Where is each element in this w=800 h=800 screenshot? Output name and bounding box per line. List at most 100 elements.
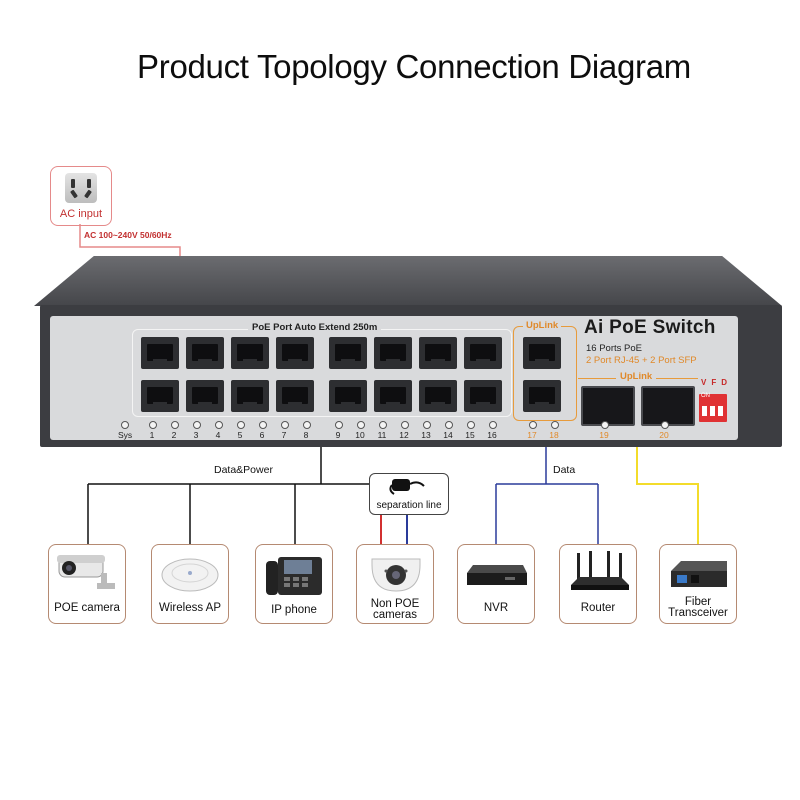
ac-input-label: AC input xyxy=(59,208,103,220)
separation-line-box: separation line xyxy=(369,473,449,515)
switch-spec-line1: 16 Ports PoE xyxy=(586,343,642,354)
port-number: 1 xyxy=(149,430,155,440)
rj45-port xyxy=(186,337,224,369)
port-led xyxy=(445,421,453,429)
page-title: Product Topology Connection Diagram xyxy=(137,48,691,85)
port-number: 8 xyxy=(303,430,309,440)
switch-brand: Ai PoE Switch xyxy=(584,317,716,338)
port-led xyxy=(467,421,475,429)
port-number: 4 xyxy=(215,430,221,440)
device-label: IP phone xyxy=(271,604,317,616)
port-led xyxy=(171,421,179,429)
fiber-transceiver-icon xyxy=(671,561,727,587)
device-label-line1: Fiber xyxy=(684,596,712,608)
rj45-port xyxy=(186,380,224,412)
router-icon xyxy=(571,551,629,590)
port-number: 11 xyxy=(377,430,387,440)
rj45-port xyxy=(374,380,412,412)
ac-spec-label: AC 100~240V 50/60Hz xyxy=(84,230,172,240)
rj45-port xyxy=(231,380,269,412)
device-label-line2: cameras xyxy=(372,609,418,621)
sfp-port xyxy=(641,386,695,426)
wireless-ap-icon xyxy=(161,558,219,592)
data-label: Data xyxy=(553,464,576,476)
port-led xyxy=(281,421,289,429)
port-led xyxy=(149,421,157,429)
port-led xyxy=(423,421,431,429)
port-led xyxy=(601,421,609,429)
port-led xyxy=(357,421,365,429)
switch-spec-line2: 2 Port RJ-45 + 2 Port SFP xyxy=(586,355,697,366)
port-led xyxy=(551,421,559,429)
device-label: Router xyxy=(580,602,616,614)
device-label: POE camera xyxy=(54,602,120,614)
port-number: 5 xyxy=(237,430,243,440)
port-number: 7 xyxy=(281,430,287,440)
uplink-rj45-label: UpLink xyxy=(523,320,562,331)
device-card-ip-phone: IP phone xyxy=(255,544,333,624)
port-led xyxy=(489,421,497,429)
device-card-fiber-transceiver: Fiber Transceiver xyxy=(659,544,737,624)
port-led xyxy=(529,421,537,429)
rj45-port xyxy=(231,337,269,369)
rj45-port xyxy=(464,380,502,412)
dip-letters: VFD xyxy=(701,378,732,387)
rj45-port xyxy=(276,380,314,412)
dip-switch: ON xyxy=(699,393,727,422)
poe-camera-icon xyxy=(57,555,115,589)
port-number: 6 xyxy=(259,430,265,440)
port-led xyxy=(401,421,409,429)
port-led xyxy=(193,421,201,429)
rj45-port xyxy=(464,337,502,369)
device-label-line1: Non POE xyxy=(370,598,420,610)
uplink-port-number: 17 xyxy=(527,430,537,440)
rj45-port xyxy=(141,337,179,369)
ip-phone-icon xyxy=(266,557,322,595)
device-card-poe-camera: POE camera xyxy=(48,544,126,624)
rj45-port xyxy=(329,380,367,412)
sys-label: Sys xyxy=(118,430,133,440)
fiber-cable xyxy=(636,447,699,544)
uplink-rj45-port xyxy=(523,337,561,369)
device-label-line2: Transceiver xyxy=(668,607,728,619)
device-card-nvr: NVR xyxy=(457,544,535,624)
rj45-port xyxy=(419,380,457,412)
device-card-router: Router xyxy=(559,544,637,624)
rj45-port xyxy=(374,337,412,369)
uplink-port-number: 18 xyxy=(549,430,559,440)
port-number: 10 xyxy=(355,430,365,440)
port-led xyxy=(379,421,387,429)
port-number: 2 xyxy=(171,430,177,440)
ac-input-box: AC input xyxy=(50,166,112,226)
dome-camera-icon xyxy=(371,558,421,592)
sfp-port-number: 19 xyxy=(599,430,609,440)
device-card-wireless-ap: Wireless AP xyxy=(151,544,229,624)
port-number: 9 xyxy=(335,430,341,440)
rj45-port xyxy=(329,337,367,369)
rj45-port xyxy=(141,380,179,412)
port-led xyxy=(259,421,267,429)
status-led xyxy=(121,421,129,429)
splitter-cable-icon xyxy=(389,479,425,495)
nvr-icon xyxy=(467,565,527,585)
dip-on-label: ON xyxy=(701,393,710,399)
switch-top-cover xyxy=(34,256,782,306)
device-card-non-poe-cameras: Non POE cameras xyxy=(356,544,434,624)
uplink-rj45-port xyxy=(523,380,561,412)
port-led xyxy=(335,421,343,429)
port-led xyxy=(661,421,669,429)
device-label: NVR xyxy=(483,602,509,614)
poe-port-label: PoE Port Auto Extend 250m xyxy=(248,322,382,333)
sfp-port-number: 20 xyxy=(659,430,669,440)
port-number: 3 xyxy=(193,430,199,440)
port-led xyxy=(215,421,223,429)
power-socket-icon xyxy=(65,173,97,203)
device-label: Wireless AP xyxy=(159,602,221,614)
uplink-sfp-label: UpLink xyxy=(616,371,657,382)
data-power-label: Data&Power xyxy=(214,464,273,476)
port-number: 12 xyxy=(399,430,409,440)
port-number: 13 xyxy=(421,430,431,440)
port-led xyxy=(237,421,245,429)
rj45-port xyxy=(419,337,457,369)
port-number: 16 xyxy=(487,430,497,440)
